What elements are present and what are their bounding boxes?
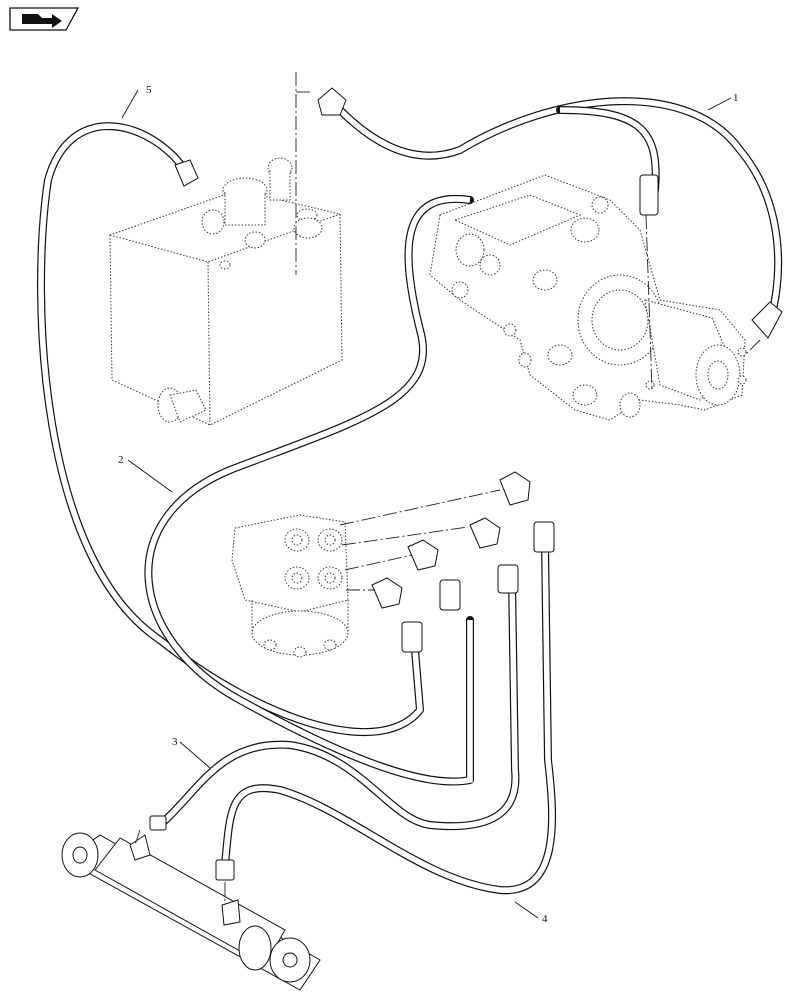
callout-5: 5 (146, 84, 152, 96)
hose-2 (144, 194, 474, 786)
centre-lines (134, 72, 761, 905)
callout-1: 1 (733, 92, 739, 104)
callout-leaders (121, 89, 732, 919)
callout-3: 3 (172, 736, 178, 748)
hose-branch-pump (556, 106, 660, 194)
hydraulic-pump (429, 174, 747, 421)
steering-unit (231, 514, 349, 658)
hose-4 (221, 541, 557, 895)
callout-2: 2 (118, 454, 124, 466)
hose-3 (156, 576, 520, 831)
callout-4: 4 (542, 913, 548, 925)
hose-5 (37, 122, 424, 736)
steering-cylinder (61, 832, 321, 991)
hydraulic-tank (109, 157, 343, 426)
hose-fittings (149, 87, 783, 881)
book-arrow-icon[interactable] (9, 7, 80, 31)
hose-1 (336, 97, 783, 324)
